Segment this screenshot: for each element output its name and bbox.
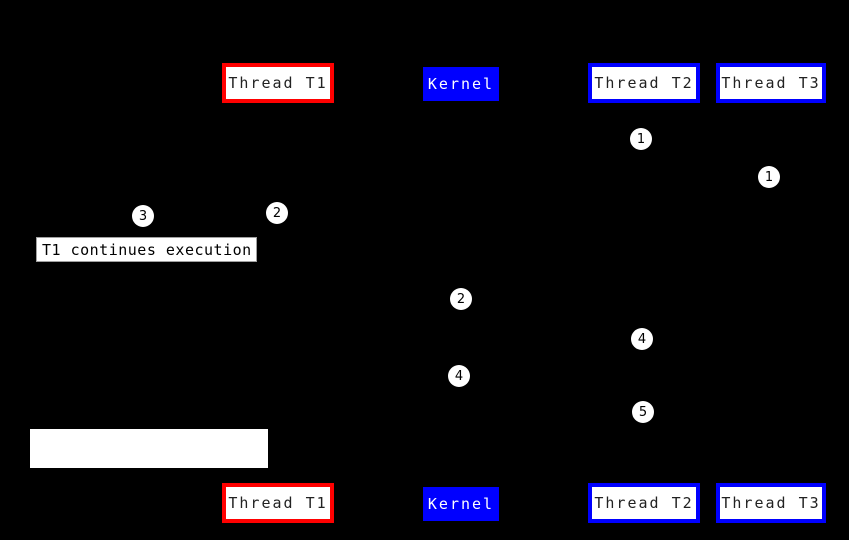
step-marker-1: 1 bbox=[758, 166, 780, 188]
actor-box-kernel-top: Kernel bbox=[423, 67, 499, 101]
actor-box-thread-t2-top: Thread T2 bbox=[588, 63, 700, 103]
actor-box-thread-t1-top: Thread T1 bbox=[222, 63, 334, 103]
step-marker-4: 4 bbox=[448, 365, 470, 387]
step-marker-2: 2 bbox=[450, 288, 472, 310]
actor-label: Thread T1 bbox=[228, 74, 328, 92]
step-marker-4: 4 bbox=[631, 328, 653, 350]
actor-box-thread-t3-top: Thread T3 bbox=[716, 63, 826, 103]
step-marker-3: 3 bbox=[132, 205, 154, 227]
step-marker-2: 2 bbox=[266, 202, 288, 224]
actor-label: Thread T2 bbox=[594, 494, 694, 512]
actor-label: Thread T2 bbox=[594, 74, 694, 92]
actor-box-thread-t3-bottom: Thread T3 bbox=[716, 483, 826, 523]
note-blank-box bbox=[30, 429, 268, 468]
step-marker-5: 5 bbox=[632, 401, 654, 423]
actor-box-thread-t2-bottom: Thread T2 bbox=[588, 483, 700, 523]
actor-box-thread-t1-bottom: Thread T1 bbox=[222, 483, 334, 523]
note-t1-continues-execution: T1 continues execution bbox=[36, 237, 257, 262]
actor-label: Kernel bbox=[427, 495, 495, 513]
actor-label: Kernel bbox=[427, 75, 495, 93]
actor-label: Thread T1 bbox=[228, 494, 328, 512]
step-marker-1: 1 bbox=[630, 128, 652, 150]
actor-label: Thread T3 bbox=[721, 74, 821, 92]
actor-label: Thread T3 bbox=[721, 494, 821, 512]
actor-box-kernel-bottom: Kernel bbox=[423, 487, 499, 521]
